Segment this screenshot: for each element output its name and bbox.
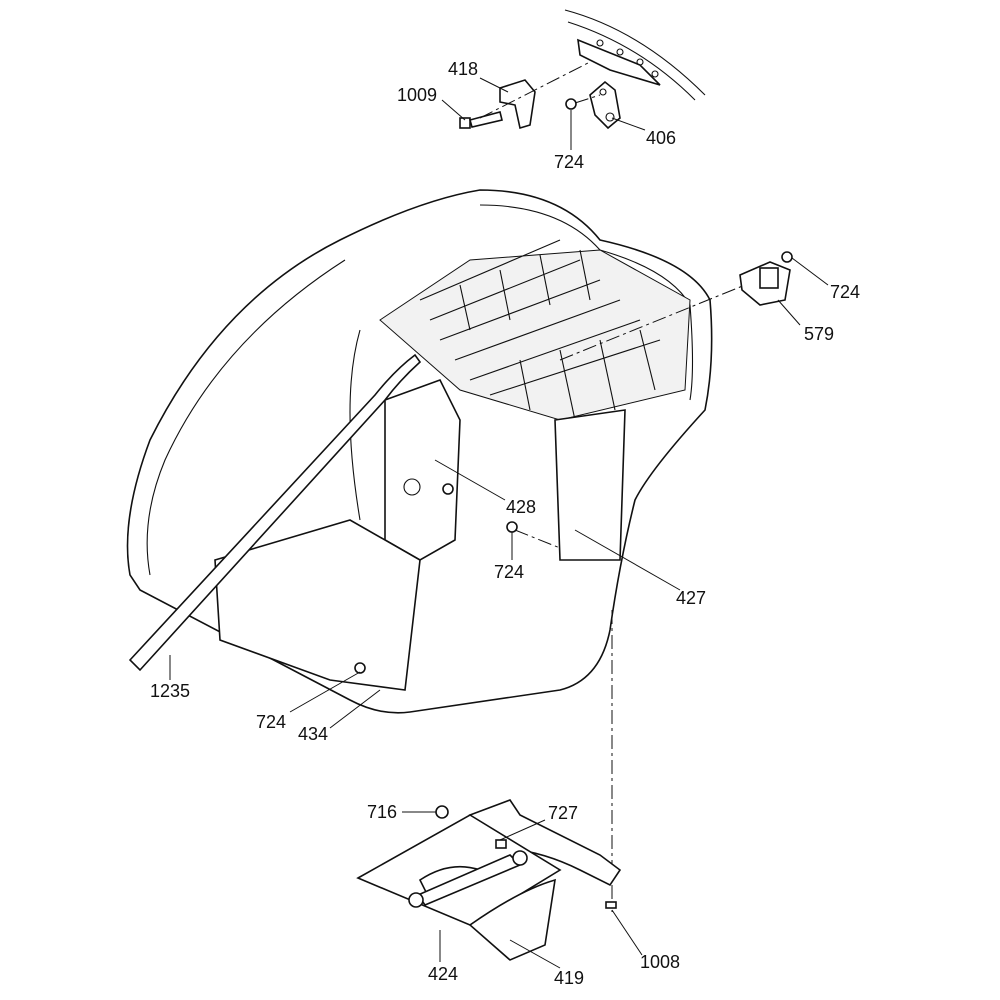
plate-406 xyxy=(589,80,621,130)
callout-406: 406 xyxy=(646,128,676,148)
callout-579: 579 xyxy=(804,324,834,344)
callout-419: 419 xyxy=(554,968,584,988)
callout-724: 724 xyxy=(256,712,286,732)
callout-427: 427 xyxy=(676,588,706,608)
leader-lines xyxy=(169,77,829,969)
nut-724 xyxy=(565,98,577,110)
callout-1235: 1235 xyxy=(150,681,190,701)
callout-1009: 1009 xyxy=(397,85,437,105)
callout-724: 724 xyxy=(830,282,860,302)
frame-fragment xyxy=(564,9,706,101)
callout-428: 428 xyxy=(506,497,536,517)
callout-727: 727 xyxy=(548,803,578,823)
callout-1008: 1008 xyxy=(640,952,680,972)
bottom-bracket-assembly xyxy=(356,799,622,961)
callout-434: 434 xyxy=(298,724,328,744)
seat-body xyxy=(126,189,713,714)
callout-724: 724 xyxy=(554,152,584,172)
callout-424: 424 xyxy=(428,964,458,984)
bracket-579 xyxy=(739,251,793,306)
bolt-1009 xyxy=(459,111,503,129)
bracket-418 xyxy=(499,79,536,130)
callout-418: 418 xyxy=(448,59,478,79)
callout-716: 716 xyxy=(367,802,397,822)
callout-724: 724 xyxy=(494,562,524,582)
